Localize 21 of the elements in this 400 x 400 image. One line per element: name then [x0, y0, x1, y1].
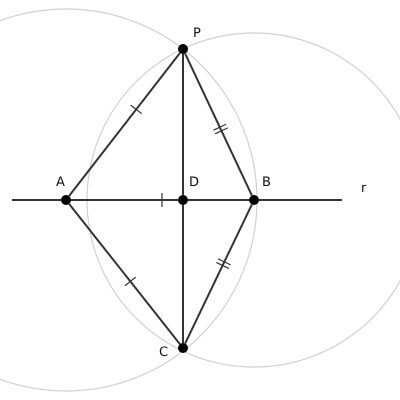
line-segment — [182, 54, 184, 195]
line-segment — [68, 52, 181, 197]
point-dot — [178, 44, 188, 54]
point-dot — [178, 195, 188, 205]
point-dot — [249, 195, 259, 205]
line-segment — [71, 199, 178, 201]
point-dot — [61, 195, 71, 205]
line-segment — [68, 203, 181, 345]
point-label: P — [193, 27, 201, 41]
point-label: C — [159, 346, 168, 360]
line-label: r — [361, 182, 366, 196]
point-label: A — [56, 176, 65, 190]
line-segment — [12, 199, 61, 201]
line-segment — [184, 204, 253, 344]
line-segment — [184, 53, 253, 196]
point-label: B — [262, 176, 271, 190]
line-segment — [182, 205, 184, 343]
line-segment — [259, 199, 342, 201]
point-dot — [178, 343, 188, 353]
line-segment — [188, 199, 249, 201]
point-label: D — [189, 176, 200, 190]
